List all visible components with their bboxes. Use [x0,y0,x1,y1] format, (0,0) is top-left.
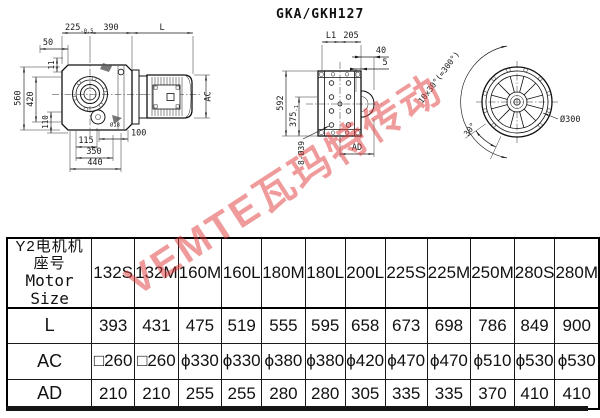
col-header: 280M [554,237,600,310]
table-cell: □260 [91,343,136,381]
dim-label: L [159,23,164,33]
table-cell: 519 [221,307,263,345]
table-cell: 698 [426,307,472,345]
col-header: 132S [91,237,136,310]
col-header: 200L [344,237,386,310]
table-cell: 280 [261,379,306,410]
table-cell: 280 [304,379,346,410]
dim-label: L1 [326,31,336,41]
table-cell: 900 [554,307,600,345]
dim-label: 440 [87,158,102,168]
dim-label: 205 [343,31,358,41]
table-cell: 335 [426,379,472,410]
table-cell: 555 [261,307,306,345]
dim-label: 100 [131,129,146,139]
table-cell: ϕ420 [344,343,386,381]
dim-label: 50 [43,38,53,48]
col-header: 280S [513,237,556,310]
side-view: 225-0.5 390 L 50 560 420 11 110 115 350 … [14,23,214,172]
dim-label: 40 [376,46,386,56]
dim-label: 5 [382,58,387,68]
row-label-L: L [6,307,93,345]
table-cell: ϕ470 [426,343,472,381]
table-cell: 210 [134,379,179,410]
table-cell: ϕ330 [221,343,263,381]
col-header: 132M [134,237,179,310]
table-cell: ϕ380 [261,343,306,381]
dim-label: 225-0.5 [65,23,94,35]
col-header: 180M [261,237,306,310]
row-label-AC: AC [6,343,93,381]
dim-label: 390 [103,23,118,33]
dim-label: AD [352,143,362,153]
motor-size-header-cn: Y2电机机座号 [15,238,84,272]
table-cell: ϕ530 [554,343,600,381]
table-cell: ϕ470 [384,343,428,381]
row-label-AD: AD [6,379,93,410]
col-header: 160M [177,237,223,310]
table-cell: 673 [384,307,428,345]
table-cell: 658 [344,307,386,345]
dim-label: 592 [276,95,286,110]
table-cell: 595 [304,307,346,345]
dim-label: 560 [14,90,24,105]
table-cell: 335 [384,379,428,410]
table-cell: 410 [554,379,600,410]
dimension-table: Y2电机机座号 Motor Size 132S 132M 160M 160L 1… [6,237,600,411]
table-cell: ϕ510 [470,343,515,381]
drawing-title: GKA/GKH127 [276,7,365,22]
dim-label: 350 [86,147,101,157]
dim-label: Ø18 [110,122,120,129]
table-cell: 475 [177,307,223,345]
table-cell: 410 [513,379,556,410]
table-cell: 370 [470,379,515,410]
table-cell: 305 [344,379,386,410]
table-bottom-rule [6,406,588,411]
motor-size-header: Y2电机机座号 Motor Size [6,237,93,310]
table-cell: 210 [91,379,136,410]
col-header: 180L [304,237,346,310]
table-cell: ϕ530 [513,343,556,381]
table-cell: □260 [134,343,179,381]
table-cell: 849 [513,307,556,345]
dim-label: AC [204,91,214,101]
table-cell: ϕ380 [304,343,346,381]
col-header: 250M [470,237,515,310]
front-view: L1 205 40 5 592 375-1 8-Ø39 AD [276,31,389,165]
table-cell: 255 [221,379,263,410]
technical-drawing-svg: 225-0.5 390 L 50 560 420 11 110 115 350 … [14,23,580,172]
dim-label: 420 [26,91,36,106]
dim-label: 8-Ø39 [296,141,306,165]
col-header: 225S [384,237,428,310]
table-cell: 786 [470,307,515,345]
col-header: 160L [221,237,263,310]
table-cell: 255 [177,379,223,410]
dim-label: Ø300 [560,114,580,125]
dim-label: 375-1 [289,105,300,127]
table-cell: 393 [91,307,136,345]
dim-label: 110 [41,115,50,129]
dim-label: 10x30°(=300°) [417,50,462,105]
fan-view: 10x30°(=300°) 30° Ø300 [417,45,580,160]
dim-label: 11 [47,60,56,69]
table-cell: 431 [134,307,179,345]
col-header: 225M [426,237,472,310]
table-cell: ϕ330 [177,343,223,381]
motor-size-header-en: Motor Size [25,271,74,308]
dim-label: 115 [78,136,93,146]
